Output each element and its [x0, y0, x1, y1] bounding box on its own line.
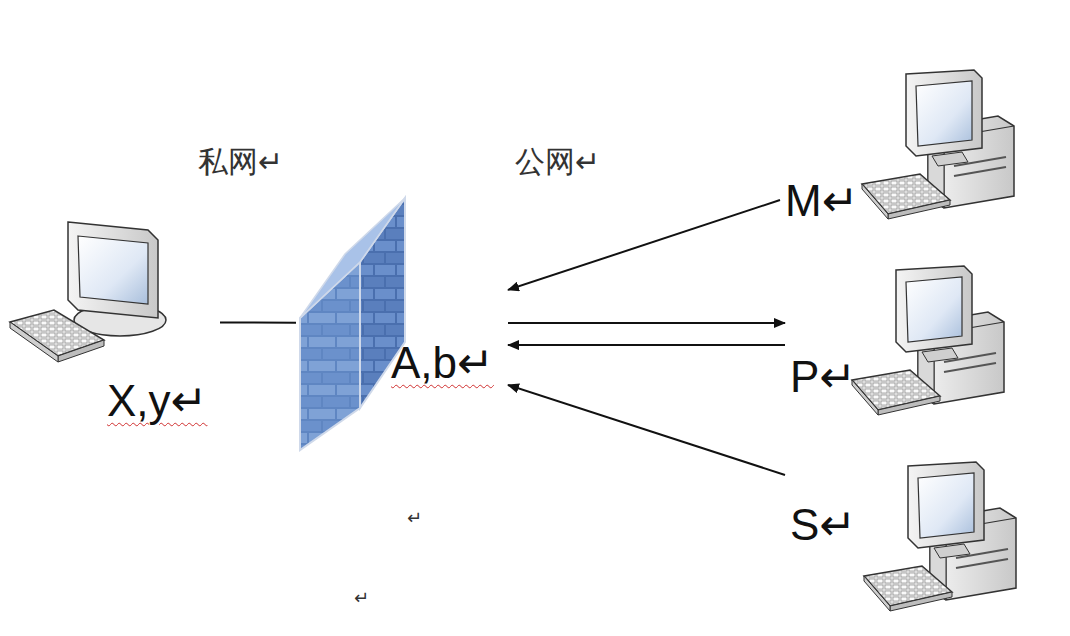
computer-icon: [864, 462, 1016, 611]
return-mark: ↵: [407, 506, 422, 529]
public-host: M↵: [780, 68, 1020, 230]
firewall-wall: [300, 198, 405, 450]
public-host: S↵: [785, 455, 1020, 605]
node-label: P↵: [790, 352, 856, 402]
computer-icon: [852, 266, 1004, 415]
zone-label: 公网↵: [515, 142, 600, 181]
node-label: S↵: [790, 500, 856, 550]
nat-firewall: A,b↵: [296, 188, 508, 452]
return-mark: ↵: [354, 586, 369, 609]
arrow-connector: [508, 322, 785, 324]
node-label: X,y↵: [107, 376, 207, 426]
private-host: X,y↵: [5, 195, 220, 445]
computer-icon: [862, 70, 1014, 219]
node-label: M↵: [785, 176, 859, 226]
computer-icon: [10, 222, 166, 362]
link-line: [220, 322, 296, 324]
arrow-connector: [508, 385, 785, 475]
zone-label: 私网↵: [198, 142, 283, 181]
arrow-connector: [508, 344, 785, 346]
node-label: A,b↵: [391, 338, 494, 388]
public-host: P↵: [785, 262, 1010, 420]
arrow-connector: [508, 200, 780, 290]
